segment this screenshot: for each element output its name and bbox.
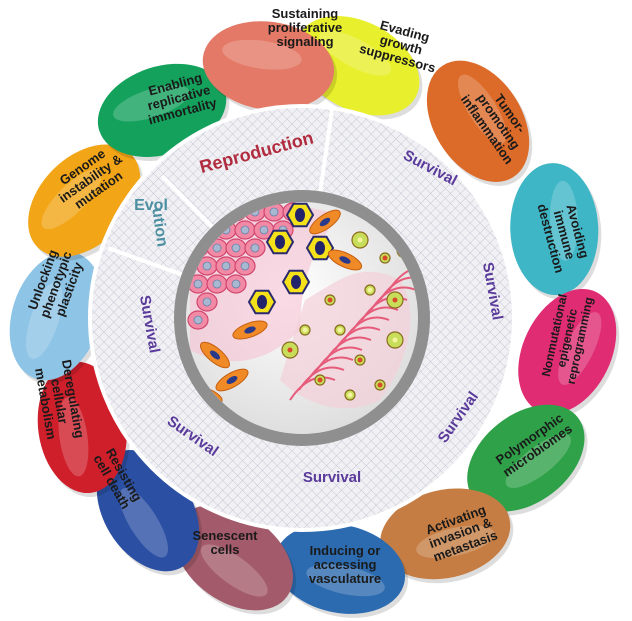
hallmark-proliferative [295, 16, 423, 120]
petal-suppressors [426, 60, 530, 182]
hallmark-metabolism [9, 251, 106, 385]
hallmark-epigenetic [467, 404, 588, 516]
hallmark-microbiomes [380, 488, 514, 584]
hallmark-suppressors [426, 60, 533, 186]
category-label: Evol [134, 197, 168, 214]
category-label: ution [148, 207, 170, 248]
petal-immune [518, 288, 617, 414]
petal-vasculature [174, 505, 293, 611]
petal-immortality [202, 21, 335, 111]
category-label: Survival [303, 469, 361, 486]
petal-invasion [274, 523, 406, 614]
petal-epigenetic [467, 404, 585, 512]
hallmark-vasculature [174, 505, 296, 615]
hallmark-immortality [202, 21, 338, 115]
hallmark-label: Deregulatingcellularmetabolism [31, 358, 87, 444]
petal-microbiomes [380, 488, 511, 580]
tumor-microenvironment [174, 190, 430, 446]
petal-metabolism [9, 251, 103, 381]
hallmark-inflammation [510, 163, 602, 300]
hallmark-immune [518, 288, 620, 418]
hallmark-invasion [274, 523, 409, 618]
petal-inflammation [510, 163, 599, 296]
